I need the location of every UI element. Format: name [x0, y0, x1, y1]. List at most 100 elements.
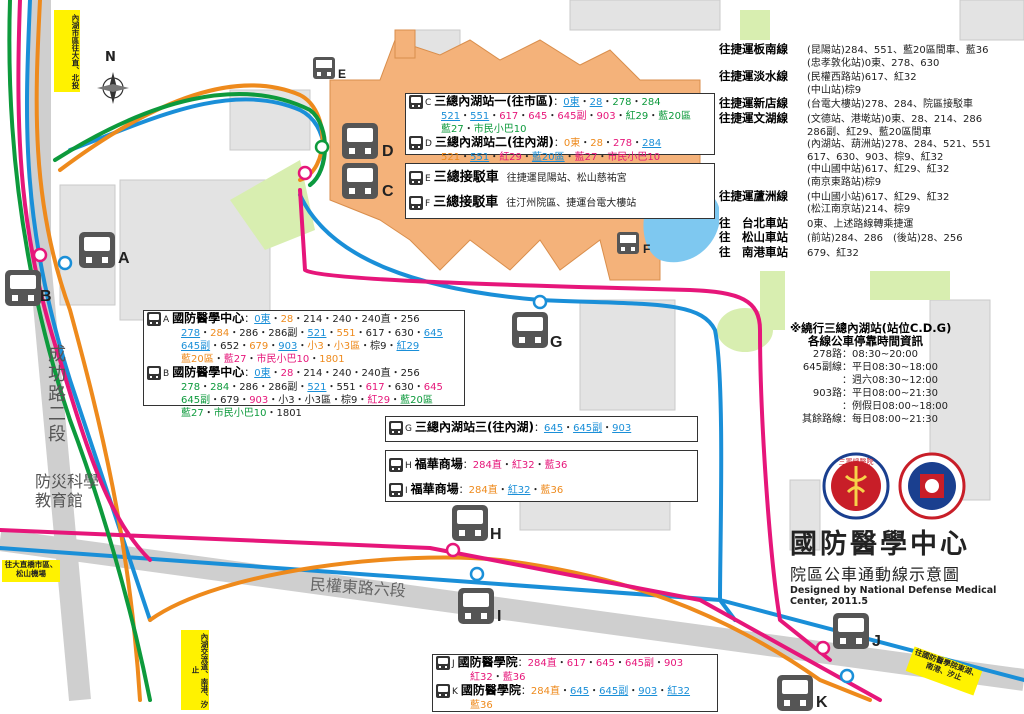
route-number[interactable]: 0東	[563, 97, 580, 108]
route-number[interactable]: 630	[394, 382, 414, 393]
bus-stop-icon-j[interactable]	[833, 613, 869, 649]
route-number[interactable]: 28	[280, 314, 294, 325]
route-number[interactable]: 521	[307, 382, 327, 393]
route-number[interactable]: 645副	[557, 111, 587, 122]
route-number[interactable]: 645	[595, 658, 615, 669]
route-number[interactable]: 521	[307, 328, 327, 339]
route-number[interactable]: 小3	[278, 395, 295, 406]
route-number[interactable]: 278	[612, 97, 632, 108]
route-number[interactable]: 645副	[573, 423, 603, 434]
route-number[interactable]: 645副	[181, 341, 211, 352]
bus-stop-icon-f[interactable]	[617, 232, 639, 254]
route-number[interactable]: 286	[239, 328, 259, 339]
route-number[interactable]: 617	[365, 382, 385, 393]
route-number[interactable]: 278	[613, 138, 633, 149]
route-number[interactable]: 28	[280, 368, 294, 379]
route-number[interactable]: 214	[303, 368, 323, 379]
route-number[interactable]: 521	[441, 152, 461, 163]
route-number[interactable]: 藍27	[574, 152, 598, 163]
bus-stop-icon-c[interactable]	[342, 163, 378, 199]
route-number[interactable]: 284直	[472, 460, 502, 471]
bus-stop-icon-i[interactable]	[458, 588, 494, 624]
route-number[interactable]: 0東	[563, 138, 581, 149]
route-number[interactable]: 903	[612, 423, 632, 434]
route-number[interactable]: 紅32	[511, 460, 535, 471]
route-number[interactable]: 286	[239, 382, 259, 393]
route-number[interactable]: 284	[210, 328, 230, 339]
route-number[interactable]: 679	[249, 341, 269, 352]
route-number[interactable]: 市民小巴10	[607, 152, 661, 163]
route-number[interactable]: 藍20區	[658, 111, 692, 122]
route-number[interactable]: 284	[210, 382, 230, 393]
route-number[interactable]: 645	[423, 382, 443, 393]
route-number[interactable]: 551	[470, 152, 490, 163]
route-number[interactable]: 240直	[361, 368, 391, 379]
route-number[interactable]: 小3	[307, 341, 324, 352]
route-number[interactable]: 214	[303, 314, 323, 325]
route-number[interactable]: 藍36	[502, 672, 526, 683]
bus-stop-icon-e[interactable]	[313, 57, 335, 79]
route-number[interactable]: 630	[394, 328, 414, 339]
route-number[interactable]: 紅29	[367, 395, 391, 406]
route-number[interactable]: 1801	[276, 408, 302, 419]
route-number[interactable]: 1801	[319, 354, 345, 365]
route-number[interactable]: 284直	[527, 658, 557, 669]
route-number[interactable]: 棕9	[341, 395, 358, 406]
route-number[interactable]: 240直	[361, 314, 391, 325]
route-number[interactable]: 286副	[268, 382, 298, 393]
route-number[interactable]: 284	[642, 138, 662, 149]
route-number[interactable]: 市民小巴10	[213, 408, 267, 419]
route-number[interactable]: 0東	[254, 314, 271, 325]
route-number[interactable]: 286副	[268, 328, 298, 339]
route-number[interactable]: 645	[423, 328, 443, 339]
route-number[interactable]: 256	[400, 314, 420, 325]
route-number[interactable]: 652	[220, 341, 240, 352]
route-number[interactable]: 藍20區	[181, 354, 214, 365]
bus-stop-icon-a[interactable]	[79, 232, 115, 268]
route-number[interactable]: 645	[543, 423, 564, 434]
bus-stop-icon-d[interactable]	[342, 123, 378, 159]
route-number[interactable]: 市民小巴10	[473, 124, 527, 135]
route-number[interactable]: 903	[638, 686, 658, 697]
route-number[interactable]: 紅29	[625, 111, 649, 122]
route-number[interactable]: 藍36	[544, 460, 568, 471]
route-number[interactable]: 551	[470, 111, 490, 122]
route-number[interactable]: 藍20區	[531, 152, 565, 163]
route-number[interactable]: 棕9	[370, 341, 387, 352]
bus-stop-icon-b[interactable]	[5, 270, 41, 306]
route-number[interactable]: 617	[365, 328, 385, 339]
route-number[interactable]: 藍36	[470, 700, 493, 711]
route-number[interactable]: 市民小巴10	[256, 354, 310, 365]
route-number[interactable]: 521	[441, 111, 461, 122]
route-number[interactable]: 645副	[624, 658, 655, 669]
route-number[interactable]: 903	[249, 395, 269, 406]
route-number[interactable]: 256	[400, 368, 420, 379]
route-number[interactable]: 小3區	[333, 341, 361, 352]
route-number[interactable]: 284直	[530, 686, 561, 697]
route-number[interactable]: 645	[570, 686, 590, 697]
route-number[interactable]: 679	[220, 395, 240, 406]
route-number[interactable]: 645副	[599, 686, 629, 697]
bus-stop-icon-g[interactable]	[512, 312, 548, 348]
route-number[interactable]: 645	[528, 111, 548, 122]
route-number[interactable]: 藍27	[181, 408, 204, 419]
route-number[interactable]: 551	[336, 382, 356, 393]
route-number[interactable]: 28	[589, 97, 603, 108]
route-number[interactable]: 紅29	[499, 152, 522, 163]
route-number[interactable]: 紅32	[507, 485, 531, 496]
route-number[interactable]: 240	[332, 314, 352, 325]
route-number[interactable]: 28	[590, 138, 604, 149]
route-number[interactable]: 小3區	[304, 395, 332, 406]
route-number[interactable]: 0東	[254, 368, 271, 379]
route-number[interactable]: 284	[641, 97, 661, 108]
route-number[interactable]: 紅32	[667, 686, 691, 697]
route-number[interactable]: 617	[499, 111, 519, 122]
route-number[interactable]: 278	[181, 382, 201, 393]
route-number[interactable]: 284直	[468, 485, 498, 496]
bus-stop-icon-k[interactable]	[777, 675, 813, 711]
route-number[interactable]: 藍36	[540, 485, 564, 496]
route-number[interactable]: 617	[566, 658, 586, 669]
route-number[interactable]: 278	[181, 328, 201, 339]
route-number[interactable]: 645副	[181, 395, 211, 406]
route-number[interactable]: 903	[278, 341, 298, 352]
